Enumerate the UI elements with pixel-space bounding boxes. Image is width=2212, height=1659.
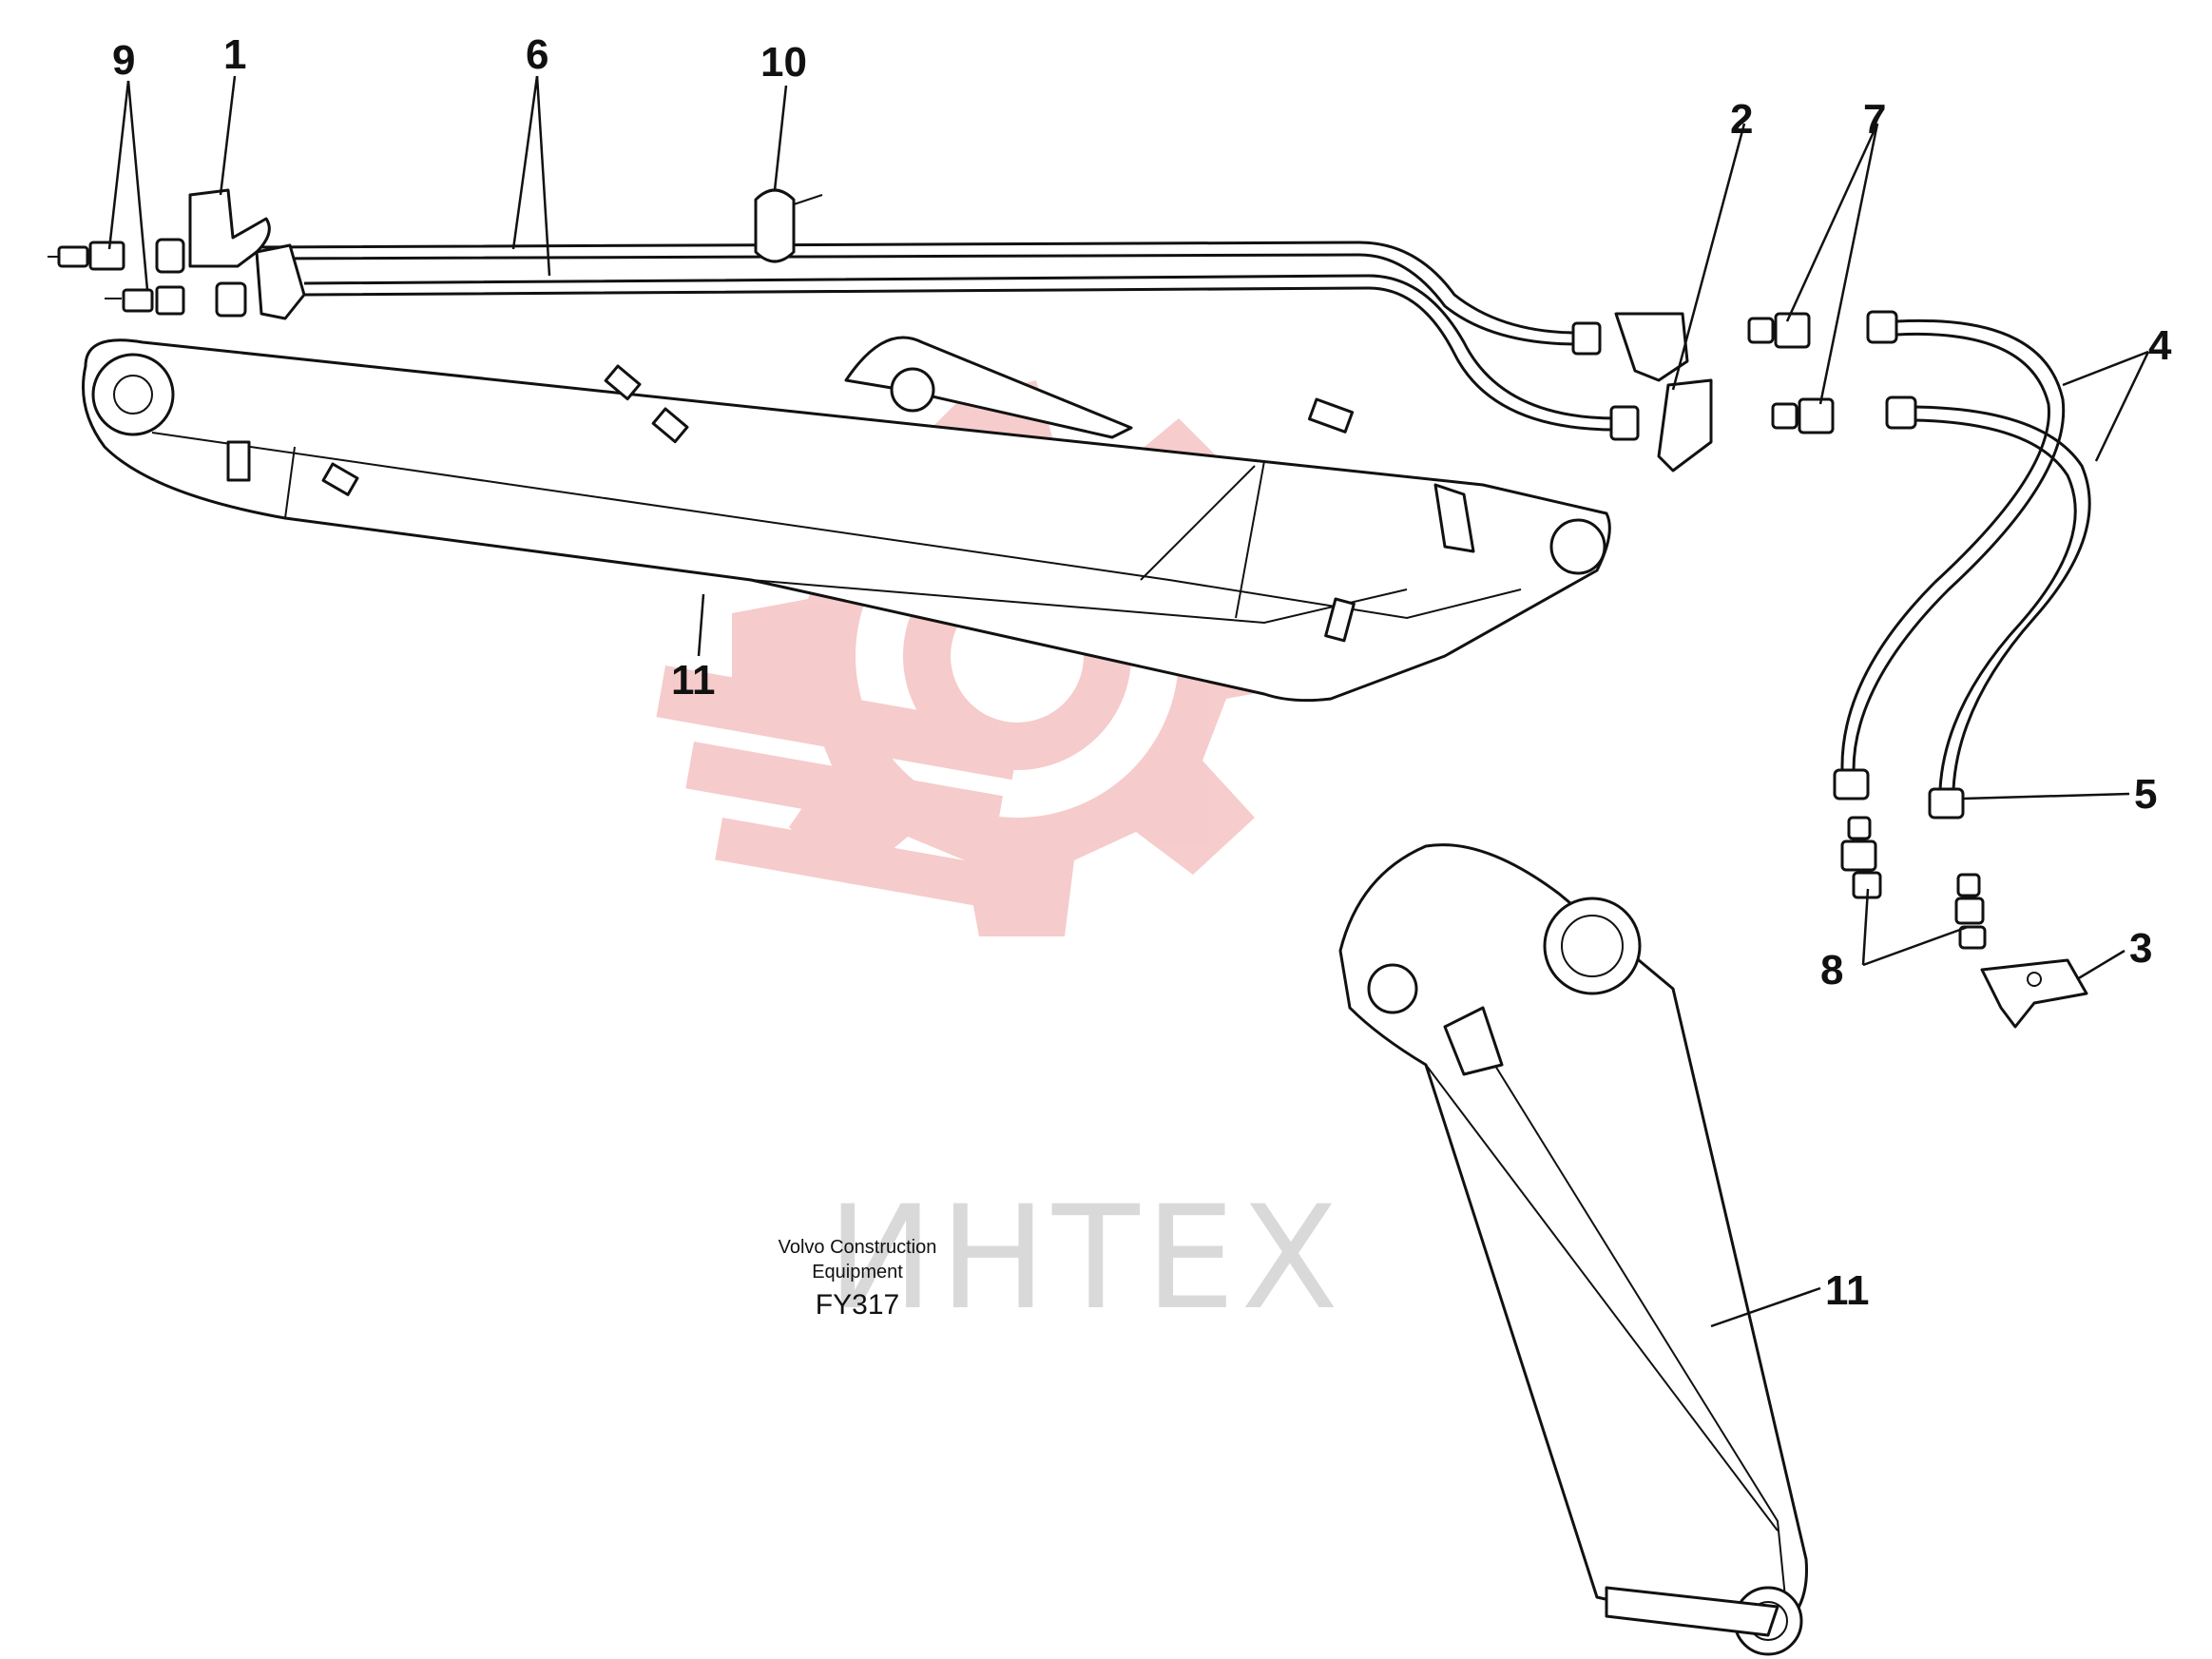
callout-6: 6 — [526, 31, 548, 78]
caption-line1: Volvo Construction — [779, 1237, 937, 1258]
callout-10: 10 — [760, 39, 807, 86]
caption-code: FY317 — [816, 1289, 899, 1321]
caption-line2: Equipment — [812, 1262, 903, 1283]
hoses — [1833, 318, 2091, 820]
callout-3: 3 — [2129, 925, 2152, 972]
callout-4: 4 — [2148, 322, 2172, 369]
caption-block: Volvo Construction Equipment FY317 — [779, 1237, 937, 1321]
callout-9: 9 — [112, 37, 135, 84]
tube-lines — [256, 241, 1635, 432]
callout-1: 1 — [223, 31, 246, 78]
callout-2: 2 — [1730, 96, 1753, 143]
clamp — [754, 188, 823, 263]
callouts: 9 1 6 10 2 7 4 5 3 8 11 11 — [112, 31, 2172, 1314]
callout-7: 7 — [1863, 96, 1886, 143]
leader-lines — [107, 75, 2150, 1328]
fittings-left — [48, 188, 306, 320]
boom-upper — [82, 336, 1611, 703]
arm-lower — [1338, 843, 1808, 1656]
callout-11-arm: 11 — [1825, 1267, 1870, 1314]
callout-11-boom: 11 — [671, 657, 716, 704]
callout-5: 5 — [2134, 771, 2157, 818]
callout-8: 8 — [1820, 947, 1843, 993]
fittings-right — [1571, 310, 1917, 473]
adapters-bottom — [1840, 816, 2088, 1029]
watermark-text: ИНТЕХ — [827, 1176, 1344, 1341]
